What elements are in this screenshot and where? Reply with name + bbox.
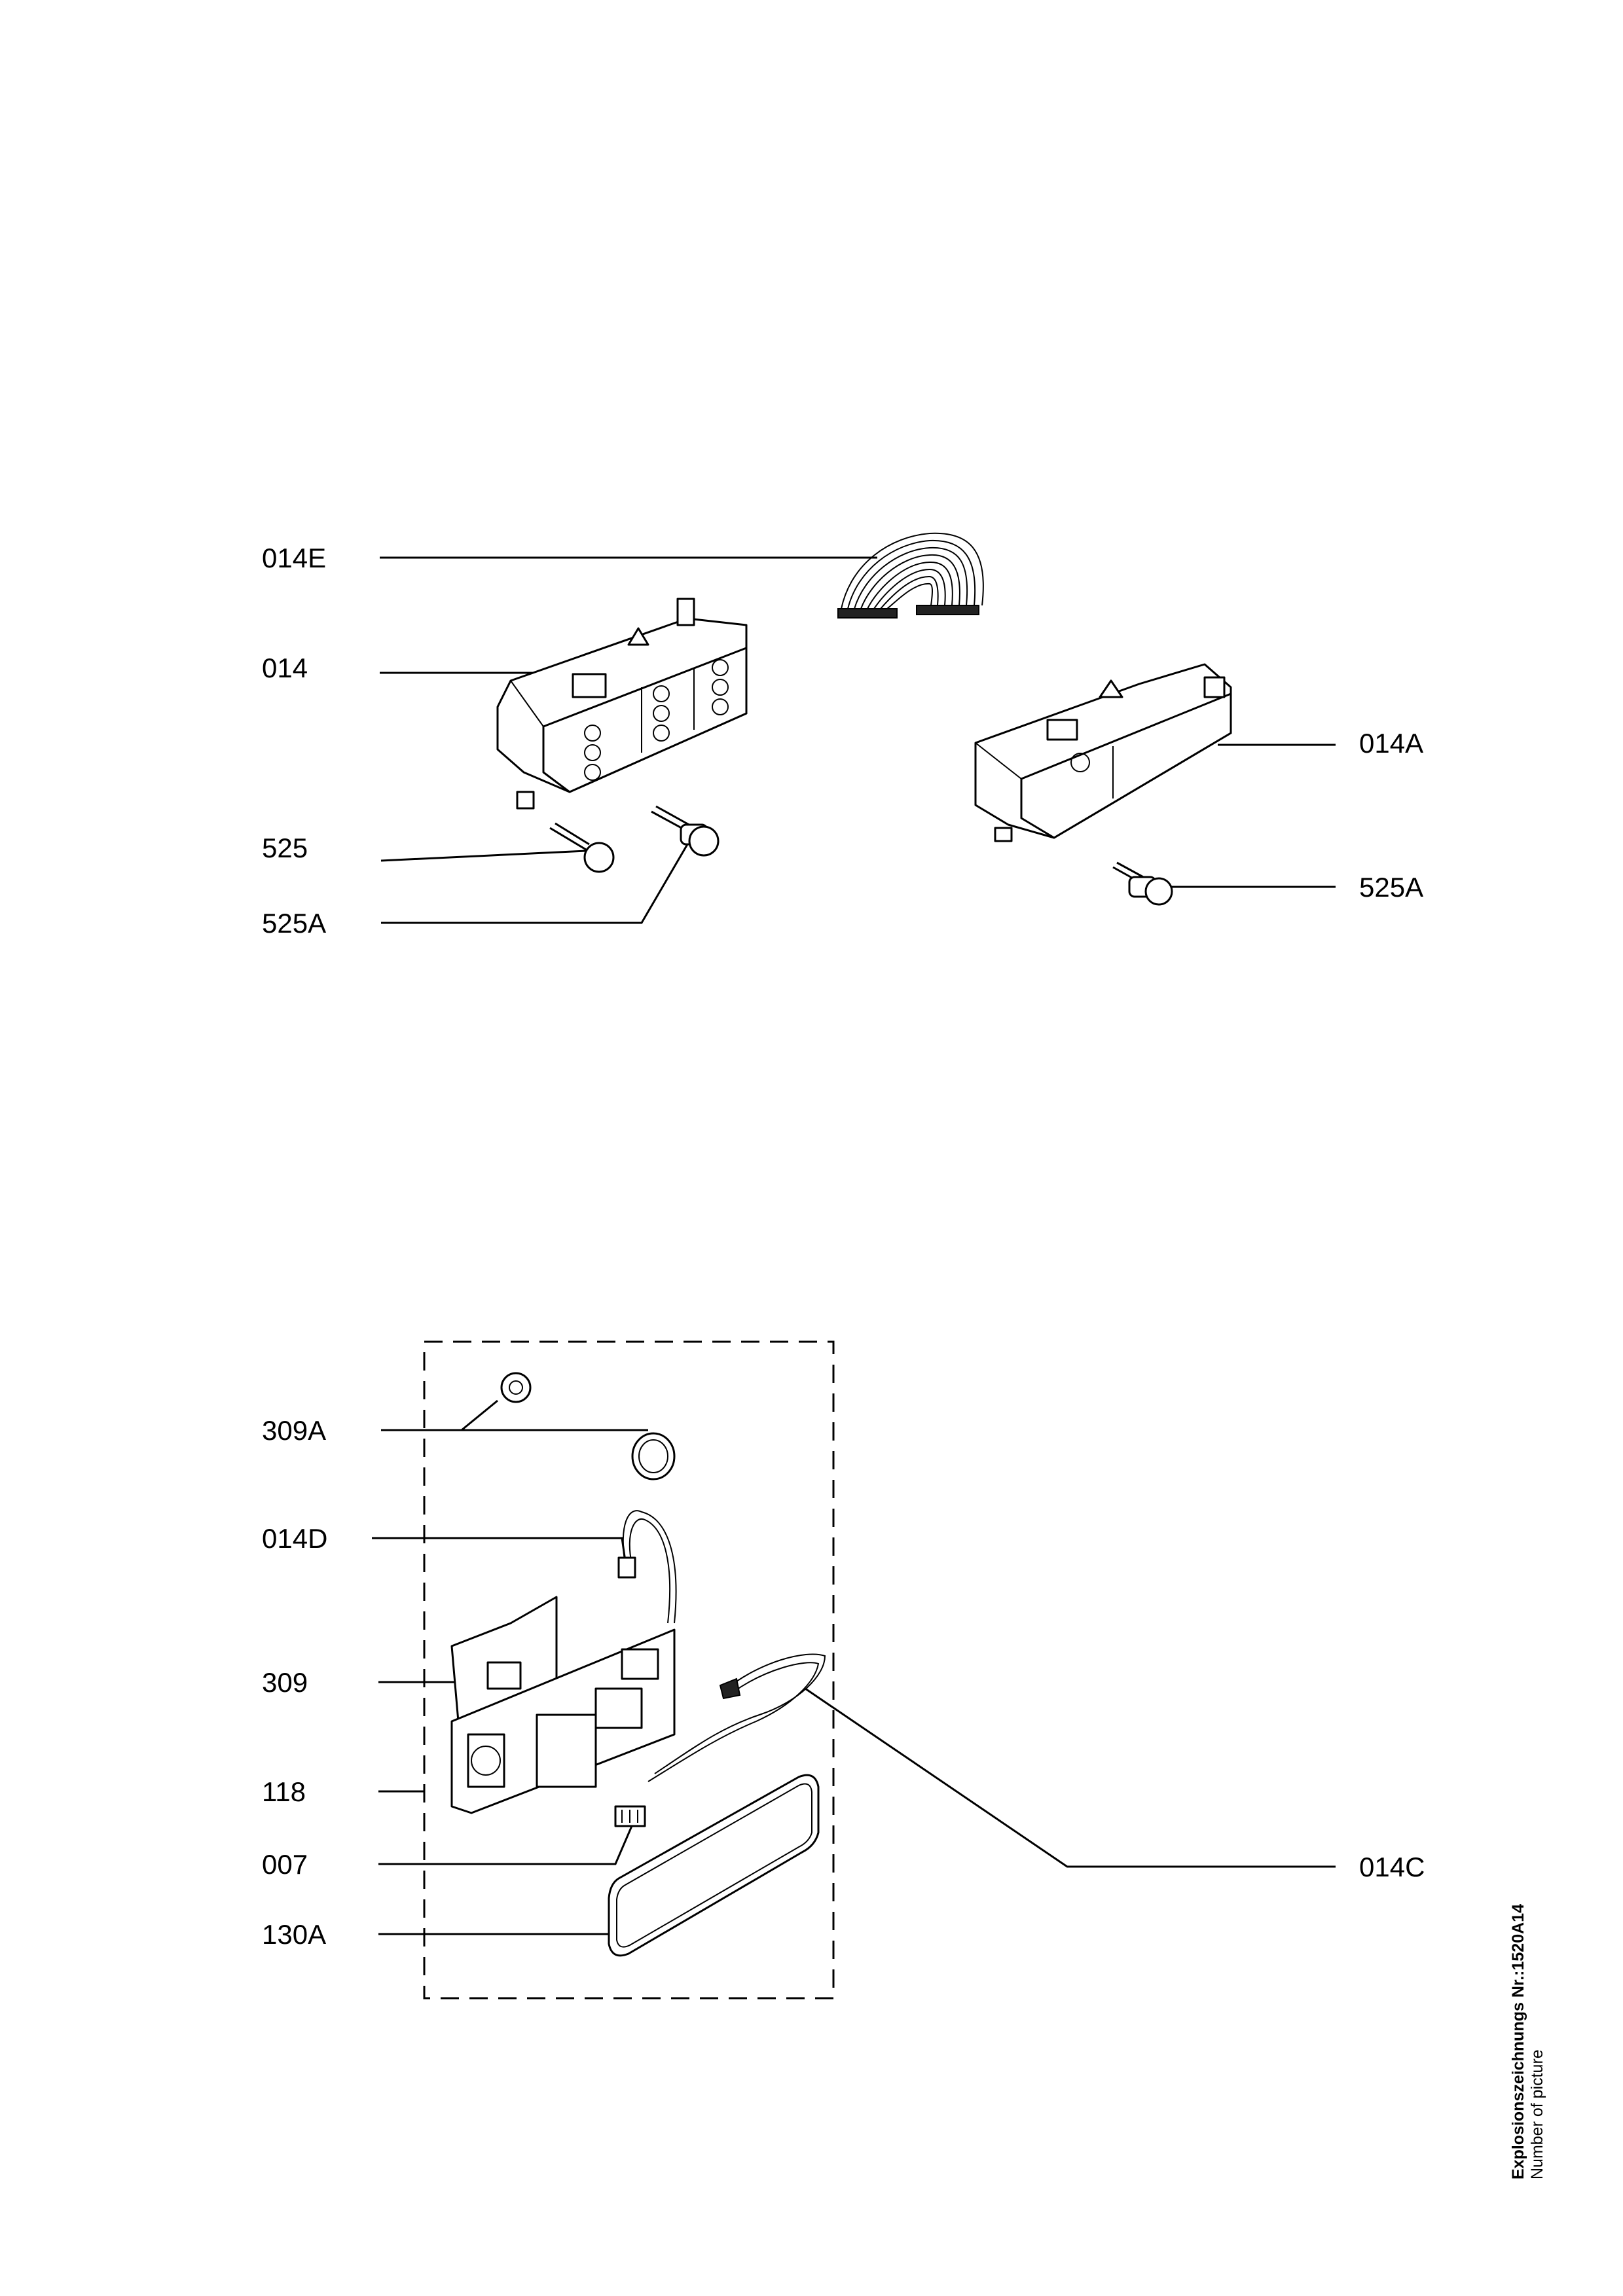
label-014A: 014A xyxy=(1359,728,1424,759)
wire-014D xyxy=(617,1510,677,1624)
control-module-014A xyxy=(974,663,1232,842)
knob-525 xyxy=(549,822,615,873)
label-014D: 014D xyxy=(262,1523,328,1554)
knob-525A-left xyxy=(651,805,720,857)
label-007: 007 xyxy=(262,1849,308,1880)
wire-014C xyxy=(647,1653,826,1782)
label-525A-left: 525A xyxy=(262,908,327,939)
control-module-014 xyxy=(496,598,748,810)
picture-number-caption: Number of picture xyxy=(1527,2049,1546,2179)
label-525: 525 xyxy=(262,833,308,863)
label-525A-right: 525A xyxy=(1359,872,1424,903)
knob-525A-right xyxy=(1112,861,1173,906)
gasket-130A xyxy=(608,1774,820,1957)
door-lock-309 xyxy=(450,1596,676,1814)
label-014: 014 xyxy=(262,653,308,683)
part-309A xyxy=(500,1372,676,1480)
drawing-number: Explosionszeichnungs Nr.:1520A14 xyxy=(1509,1904,1527,2179)
drawing-number-block: Explosionszeichnungs Nr.:1520A14 Number … xyxy=(1509,1904,1547,2179)
label-309A: 309A xyxy=(262,1415,327,1446)
connector-007 xyxy=(614,1805,646,1827)
assembly-boundary-dashed xyxy=(423,1340,835,2000)
leader-lines-upper xyxy=(380,556,1336,924)
label-014C: 014C xyxy=(1359,1852,1425,1882)
label-014E: 014E xyxy=(262,543,327,573)
leader-lines-lower xyxy=(372,1399,1336,1935)
wire-harness-014E xyxy=(837,532,984,619)
label-118: 118 xyxy=(262,1776,306,1807)
label-309: 309 xyxy=(262,1667,308,1698)
label-130A: 130A xyxy=(262,1919,327,1950)
